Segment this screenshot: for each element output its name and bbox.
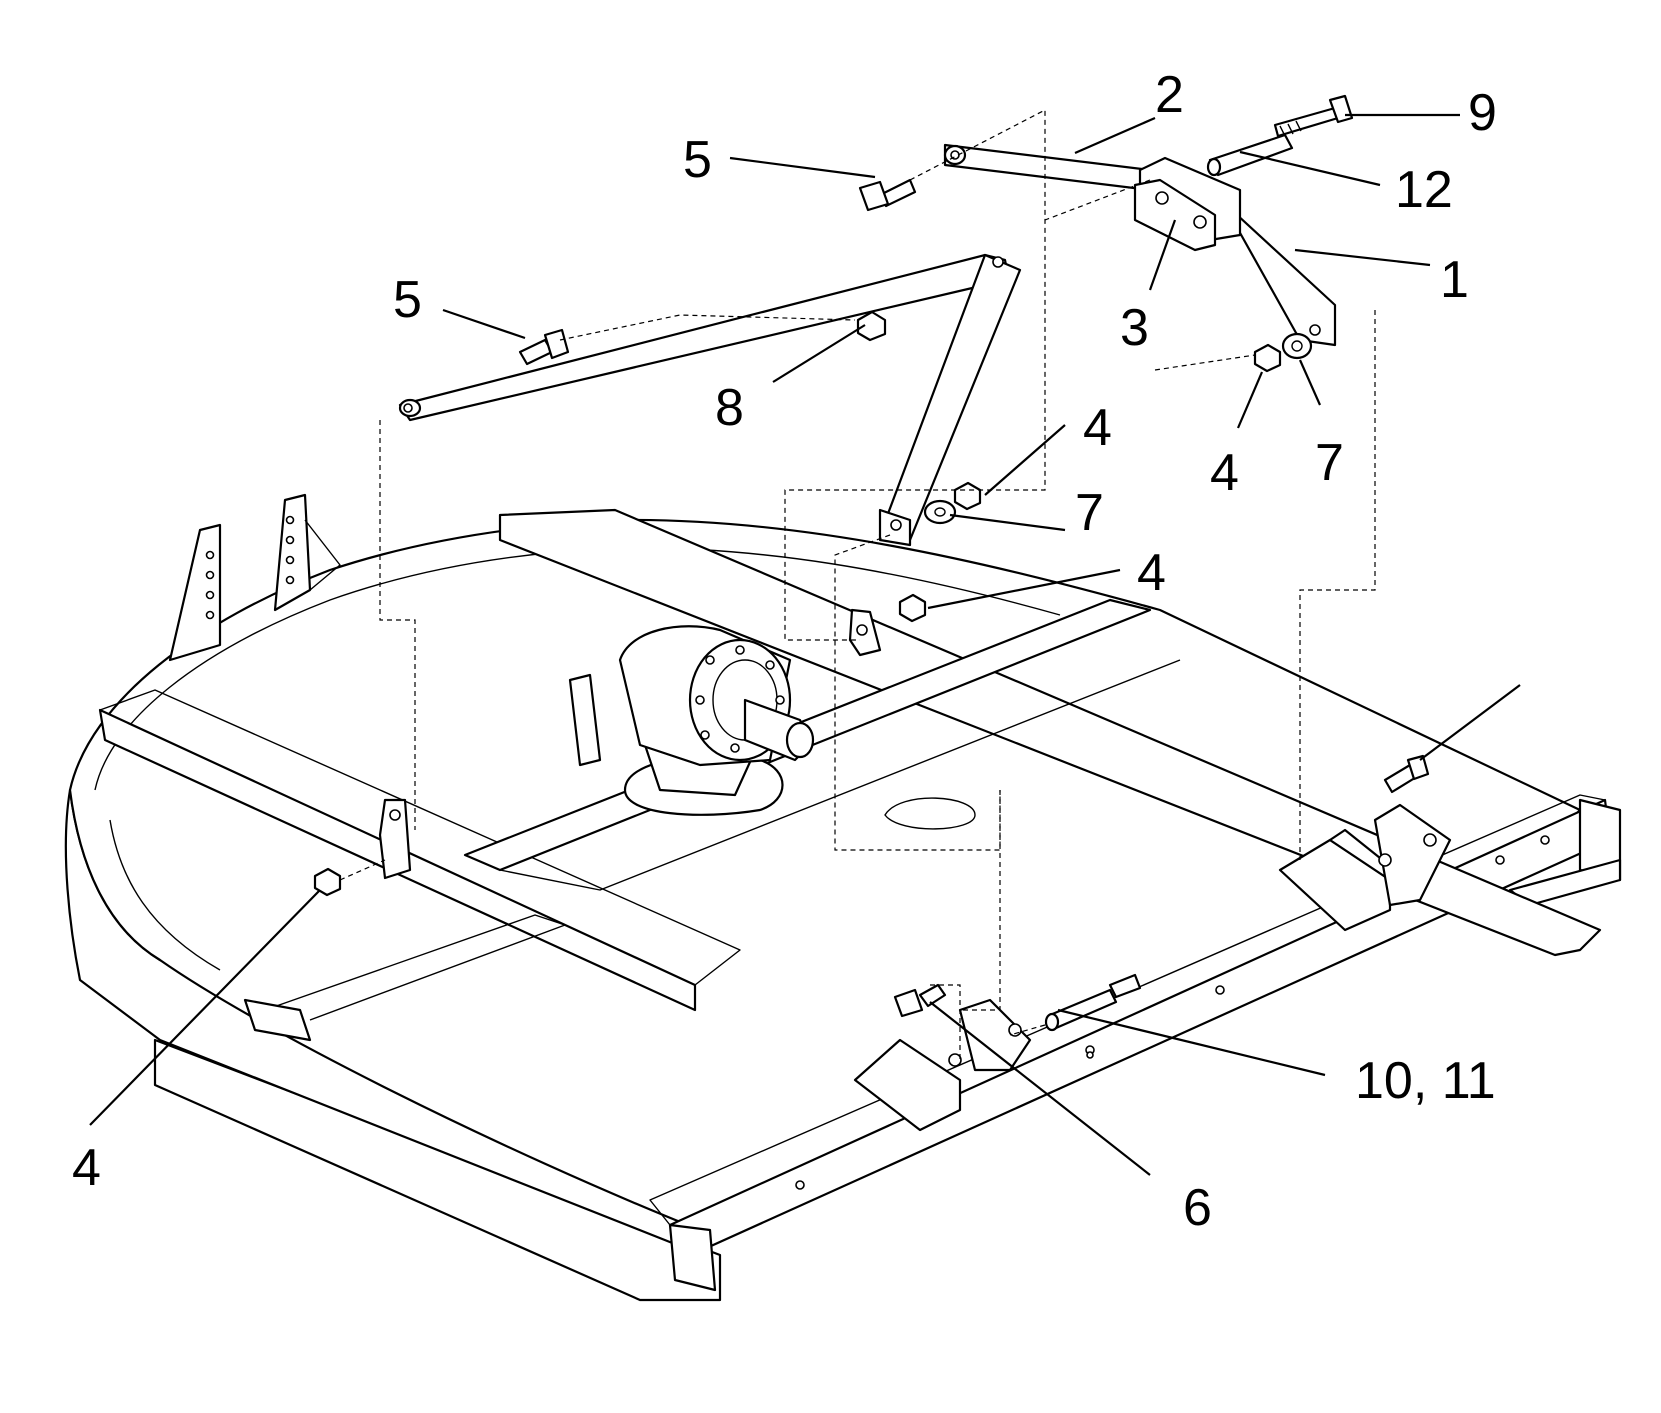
a-frame-linkage — [398, 94, 1354, 547]
callout-10-11: 10, 11 — [1355, 1052, 1496, 1110]
callout-8: 8 — [715, 379, 744, 437]
callout-7-right: 7 — [1315, 434, 1344, 492]
callout-12: 12 — [1395, 161, 1453, 219]
front-hitch-brackets — [853, 998, 1032, 1132]
callout-4-center: 4 — [1137, 544, 1166, 602]
callout-9: 9 — [1468, 84, 1497, 142]
callout-4-upper-center: 4 — [1083, 399, 1112, 457]
right-hitch-brackets — [1278, 803, 1452, 932]
callout-4-lower-left: 4 — [72, 1139, 101, 1197]
callout-5-left: 5 — [393, 271, 422, 329]
hardware — [313, 178, 1430, 1032]
callout-2: 2 — [1155, 66, 1184, 124]
callout-6: 6 — [1183, 1179, 1212, 1237]
callout-3: 3 — [1120, 299, 1149, 357]
callout-5-top: 5 — [683, 131, 712, 189]
gearbox — [568, 625, 815, 816]
callout-4-upper-right: 4 — [1210, 444, 1239, 502]
leader-lines — [89, 113, 1521, 1176]
callout-7-center: 7 — [1075, 484, 1104, 542]
callout-1: 1 — [1440, 251, 1469, 309]
assembly-guide-lines — [339, 109, 1376, 1060]
callouts: 2 9 5 12 1 5 3 8 4 4 7 7 4 10, 11 4 6 — [72, 66, 1497, 1237]
